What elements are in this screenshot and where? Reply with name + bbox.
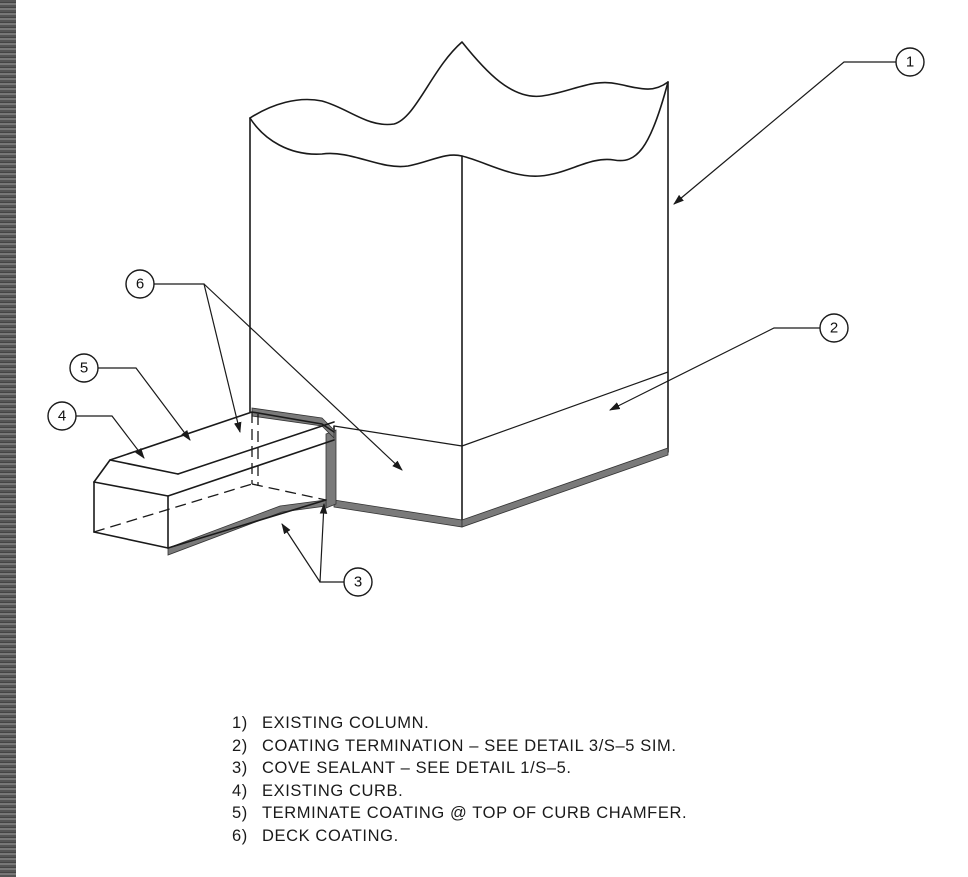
curb-chamfer-line — [109, 459, 179, 475]
note-number: 6) — [232, 826, 248, 845]
callout-2: 2 — [819, 313, 849, 343]
leader-5 — [98, 367, 191, 441]
callout-3: 3 — [343, 567, 373, 597]
leaders — [76, 61, 896, 583]
note-item: 4) EXISTING CURB. — [232, 780, 687, 803]
column-break-line-top — [249, 41, 669, 126]
deck-coating-band-right — [461, 447, 669, 528]
leader-1 — [673, 61, 896, 205]
note-text: COATING TERMINATION – SEE DETAIL 3/S–5 S… — [262, 736, 677, 755]
curb-end-bottom-edge — [93, 531, 169, 549]
note-number: 3) — [232, 759, 248, 778]
leader-6b — [203, 283, 403, 471]
note-item: 3) COVE SEALANT – SEE DETAIL 1/S–5. — [232, 757, 687, 780]
curb-bottom-front-edge — [167, 499, 327, 549]
existing-curb — [93, 411, 335, 549]
curb-top-coating — [251, 407, 335, 439]
callout-4: 4 — [47, 401, 77, 431]
note-item: 1) EXISTING COLUMN. — [232, 712, 687, 735]
deck-coating-band-front — [333, 499, 463, 528]
leader-4 — [76, 415, 145, 459]
leader-3b — [281, 523, 321, 583]
leader-2 — [609, 327, 820, 411]
note-number: 2) — [232, 736, 248, 755]
note-text: EXISTING CURB. — [262, 781, 404, 800]
callout-4-label: 4 — [58, 408, 66, 425]
note-item: 6) DECK COATING. — [232, 825, 687, 848]
coating-bands — [167, 407, 669, 556]
callout-5: 5 — [69, 353, 99, 383]
note-text: COVE SEALANT – SEE DETAIL 1/S–5. — [262, 759, 572, 778]
note-number: 4) — [232, 781, 248, 800]
note-number: 1) — [232, 714, 248, 732]
sheet-border — [0, 0, 16, 877]
column-curb-detail-drawing: 1 2 3 4 5 6 — [47, 41, 925, 597]
leader-3a — [319, 502, 344, 583]
curb-hidden-bottom-side — [251, 483, 327, 501]
callout-1: 1 — [895, 47, 925, 77]
note-text: DECK COATING. — [262, 826, 399, 845]
curb-hidden-bottom-back — [93, 483, 253, 533]
curb-chamfer-long — [177, 421, 335, 475]
callout-6-label: 6 — [136, 276, 144, 293]
note-item: 2) COATING TERMINATION – SEE DETAIL 3/S–5… — [232, 735, 687, 758]
callout-6: 6 — [125, 269, 155, 299]
detail-notes: 1) EXISTING COLUMN. 2) COATING TERMINATION… — [232, 712, 687, 848]
note-item: 5) TERMINATE COATING @ TOP OF CURB CHAMFE… — [232, 802, 687, 825]
note-number: 5) — [232, 804, 248, 823]
coating-termination-line-front — [333, 425, 463, 447]
existing-column — [249, 41, 669, 525]
callout-1-label: 1 — [906, 54, 914, 71]
note-text: TERMINATE COATING @ TOP OF CURB CHAMFER. — [262, 804, 688, 823]
callout-3-label: 3 — [354, 574, 362, 591]
callout-2-label: 2 — [830, 320, 838, 337]
curb-top-front-edge — [93, 439, 335, 497]
note-text: EXISTING COLUMN. — [262, 714, 430, 732]
curb-base-coating — [167, 499, 327, 556]
column-break-line-front — [249, 81, 669, 177]
coating-termination-line-right — [461, 371, 669, 447]
callout-5-label: 5 — [80, 360, 88, 377]
